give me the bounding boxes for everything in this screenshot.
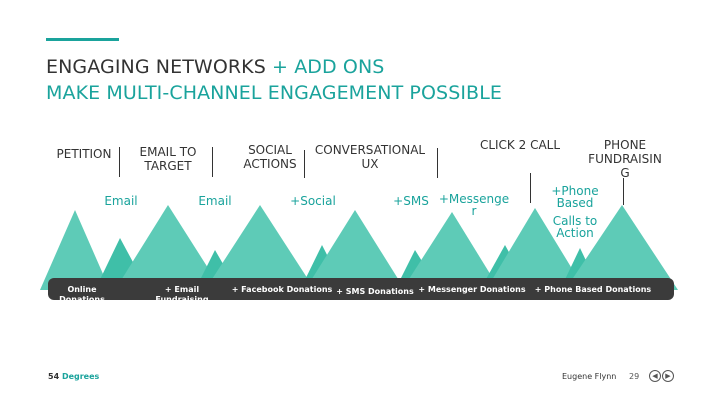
- previous-slide-button[interactable]: ◀: [649, 370, 661, 382]
- brand-word: Degrees: [62, 372, 99, 381]
- brand-number: 54: [48, 372, 59, 381]
- chevron-right-icon: ▶: [665, 372, 670, 380]
- band-phone-based-donations: + Phone Based Donations: [532, 285, 654, 295]
- brand-logo: 54 Degrees: [48, 372, 99, 381]
- band-online-donations: Online Donations: [56, 285, 108, 300]
- band-sms-donations: + SMS Donations: [336, 287, 414, 297]
- band-email-fundraising: + Email Fundraising: [146, 285, 218, 300]
- donations-band: Online Donations + Email Fundraising + F…: [48, 278, 674, 300]
- band-facebook-donations: + Facebook Donations: [230, 285, 334, 295]
- page-number: 29: [629, 372, 639, 381]
- chevron-left-icon: ◀: [652, 372, 657, 380]
- band-messenger-donations: + Messenger Donations: [416, 285, 528, 295]
- next-slide-button[interactable]: ▶: [662, 370, 674, 382]
- footer-author: Eugene Flynn: [562, 372, 616, 381]
